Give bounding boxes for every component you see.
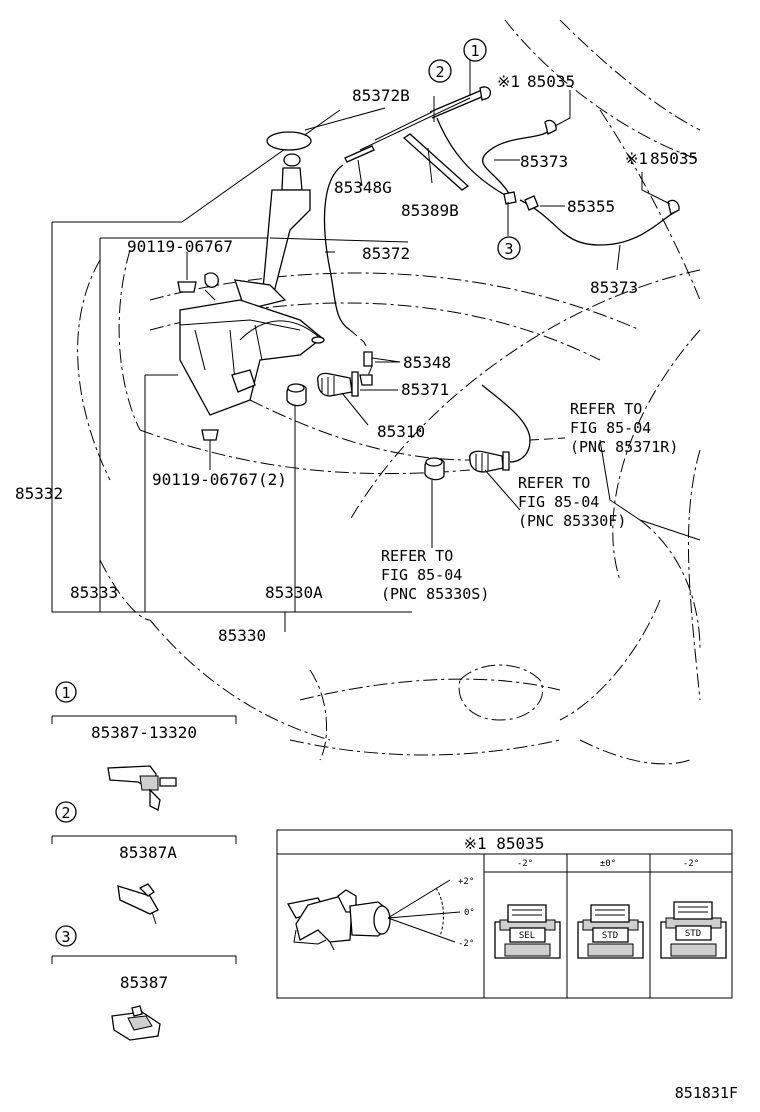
grommet-85330S <box>424 457 445 481</box>
label-85373-b: 85373 <box>590 278 638 297</box>
label-85372: 85372 <box>362 244 410 263</box>
refer-note-85330S: REFER TO FIG 85-04 (PNC 85330S) <box>381 547 489 603</box>
label-85330: 85330 <box>218 626 266 645</box>
legend-2-num: 2 <box>61 804 70 822</box>
nozzle-front-2: STD <box>577 904 644 959</box>
refer-note-85330F: REFER TO FIG 85-04 (PNC 85330F) <box>518 474 626 530</box>
refer-3-line3: (PNC 85330S) <box>381 585 489 603</box>
col-2-header: ±0° <box>600 859 616 869</box>
label-85348G: 85348G <box>334 178 392 197</box>
label-85310: 85310 <box>377 422 425 441</box>
label-85373-a: 85373 <box>520 152 568 171</box>
callout-2: 2 <box>428 59 452 83</box>
label-85389B: 85389B <box>401 201 459 220</box>
callout-1: 1 <box>463 38 487 62</box>
washer-motor-rear <box>469 450 521 511</box>
refer-1-line3: (PNC 85371R) <box>570 438 678 456</box>
label-85332: 85332 <box>15 484 63 503</box>
inset-title: ※1 85035 <box>464 834 545 853</box>
refer-1-line2: FIG 85-04 <box>570 419 651 437</box>
legend-3-part: 85387 <box>120 973 168 992</box>
drawing-code: 851831F <box>675 1084 738 1102</box>
legend-item-2: 2 85387A <box>51 801 237 925</box>
callout-1-text: 1 <box>470 42 479 60</box>
refer-2-line2: FIG 85-04 <box>518 493 599 511</box>
label-85371: 85371 <box>401 380 449 399</box>
bolt-upper <box>177 262 197 293</box>
grommet-85330A <box>286 383 307 407</box>
grouping-brackets <box>51 109 433 632</box>
note-mark-2: ※1 <box>625 149 648 168</box>
refer-3-line1: REFER TO <box>381 547 453 565</box>
refer-2-line1: REFER TO <box>518 474 590 492</box>
leader-lines <box>186 60 701 541</box>
refer-note-85371R: REFER TO FIG 85-04 (PNC 85371R) <box>570 400 678 456</box>
legend-2-part: 85387A <box>119 843 177 862</box>
label-85372B: 85372B <box>352 86 410 105</box>
legend-1-part: 85387-13320 <box>91 723 197 742</box>
label-85355: 85355 <box>567 197 615 216</box>
label-85035-a: 85035 <box>527 72 575 91</box>
refer-1-line1: REFER TO <box>570 400 642 418</box>
vehicle-body-outline <box>77 19 701 765</box>
callout-2-text: 2 <box>435 63 444 81</box>
col-1-tag: SEL <box>519 931 535 941</box>
label-90119-06767: 90119-06767 <box>127 237 233 256</box>
label-90119-06767-2: 90119-06767(2) <box>152 470 287 489</box>
hoses <box>323 86 680 463</box>
refer-2-line3: (PNC 85330F) <box>518 512 626 530</box>
callout-3: 3 <box>497 236 521 260</box>
washer-motor <box>316 371 373 426</box>
legend-item-3: 3 85387 <box>51 925 237 1041</box>
label-85333: 85333 <box>70 583 118 602</box>
angle-zero: 0° <box>464 908 475 918</box>
label-85330A: 85330A <box>265 583 323 602</box>
col-3-header: -2° <box>683 859 699 869</box>
nozzle-angle-inset: ※1 85035 +2° 0° -2° -2° ±0° -2° <box>276 829 733 999</box>
part-labels: 85372B ※1 85035 ※1 85035 85348G 85373 85… <box>15 72 698 645</box>
note-mark-1: ※1 <box>497 72 520 91</box>
nozzle-front-1: SEL <box>494 904 561 959</box>
callout-3-text: 3 <box>504 240 513 258</box>
legend-item-1: 1 85387-13320 <box>51 681 237 811</box>
col-1-header: -2° <box>517 859 533 869</box>
angle-plus: +2° <box>458 877 474 887</box>
nozzle-side-view: +2° 0° -2° <box>286 877 475 951</box>
angle-minus: -2° <box>458 939 474 949</box>
refer-3-line2: FIG 85-04 <box>381 566 462 584</box>
col-3-tag: STD <box>685 929 701 939</box>
label-85348: 85348 <box>403 353 451 372</box>
label-85035-b: 85035 <box>650 149 698 168</box>
legend-3-num: 3 <box>61 928 70 946</box>
col-2-tag: STD <box>602 931 618 941</box>
nozzle-front-3: STD <box>660 901 727 959</box>
washer-tank <box>179 131 325 416</box>
legend-1-num: 1 <box>61 684 70 702</box>
